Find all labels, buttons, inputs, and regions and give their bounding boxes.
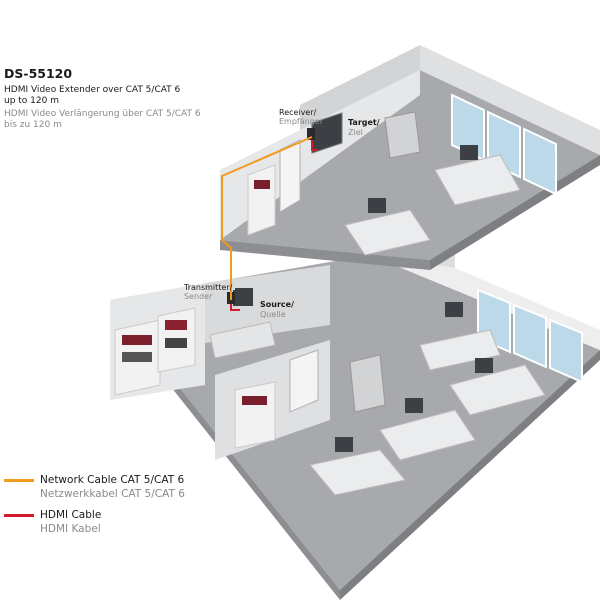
upper-shelves <box>247 164 276 236</box>
transmitter-label-de: Sender <box>184 292 213 301</box>
source-label-en: Source/ <box>260 300 294 309</box>
upper-door <box>279 139 301 213</box>
lower-copier <box>349 354 386 413</box>
legend-hdmi-de: HDMI Kabel <box>40 523 101 535</box>
description-en-line2: up to 120 m <box>4 96 59 106</box>
lower-shelves <box>114 307 276 449</box>
legend-hdmi-en: HDMI Cable <box>40 509 102 521</box>
description-de-line2: bis zu 120 m <box>4 120 62 130</box>
transmitter-label-en: Transmitter/ <box>184 283 233 292</box>
hdmi-cable-upper <box>311 140 318 151</box>
lower-door <box>289 349 319 413</box>
upper-right-wall <box>420 45 600 155</box>
upper-windows <box>451 93 557 196</box>
legend-network-de: Netzwerkkabel CAT 5/CAT 6 <box>40 488 185 500</box>
upper-desks <box>344 154 521 256</box>
hdmi-cable-lower <box>230 304 240 311</box>
network-cable-swatch <box>4 479 34 482</box>
source-pc-icon <box>235 288 253 306</box>
upper-monitors <box>368 145 478 213</box>
partition-wall <box>205 265 330 343</box>
description-en-line1: HDMI Video Extender over CAT 5/CAT 6 <box>4 85 181 95</box>
description-de-line1: HDMI Video Verlängerung über CAT 5/CAT 6 <box>4 109 201 119</box>
hdmi-cable-swatch <box>4 514 34 517</box>
model-title: DS-55120 <box>4 66 73 81</box>
source-label-de: Quelle <box>260 310 286 319</box>
receiver-label-de: Empfänger <box>279 117 324 126</box>
receiver-label-en: Receiver/ <box>279 108 317 117</box>
upper-copier <box>384 111 421 159</box>
target-label-de: Ziel <box>348 128 363 137</box>
lower-desks <box>209 321 546 496</box>
target-label-en: Target/ <box>348 118 380 127</box>
legend-network-en: Network Cable CAT 5/CAT 6 <box>40 474 185 486</box>
upper-floor <box>220 70 600 260</box>
receiver-device-icon <box>307 128 315 140</box>
network-cable <box>221 136 313 300</box>
